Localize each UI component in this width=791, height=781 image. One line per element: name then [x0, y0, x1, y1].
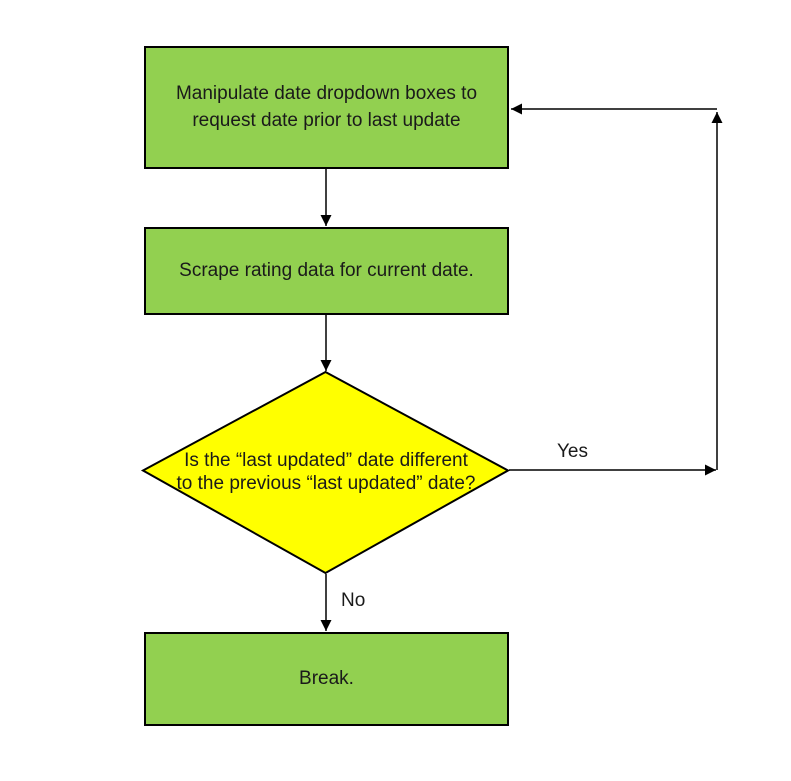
- edge-label-no: No: [341, 590, 366, 611]
- node-break: Break.: [144, 632, 509, 726]
- node-break-label: Break.: [299, 667, 354, 689]
- node-manipulate-dates: Manipulate date dropdown boxes to reques…: [144, 46, 509, 169]
- node-decision-label: Is the “last updated” date different to …: [176, 449, 476, 494]
- edge-label-yes: Yes: [557, 441, 588, 462]
- node-scrape-rating: Scrape rating data for current date.: [144, 227, 509, 315]
- node-manipulate-dates-label: Manipulate date dropdown boxes to reques…: [175, 82, 478, 131]
- node-decision-last-updated: Is the “last updated” date different to …: [176, 420, 476, 524]
- decision-diamond-shape: [140, 370, 511, 575]
- node-scrape-rating-label: Scrape rating data for current date.: [179, 259, 474, 281]
